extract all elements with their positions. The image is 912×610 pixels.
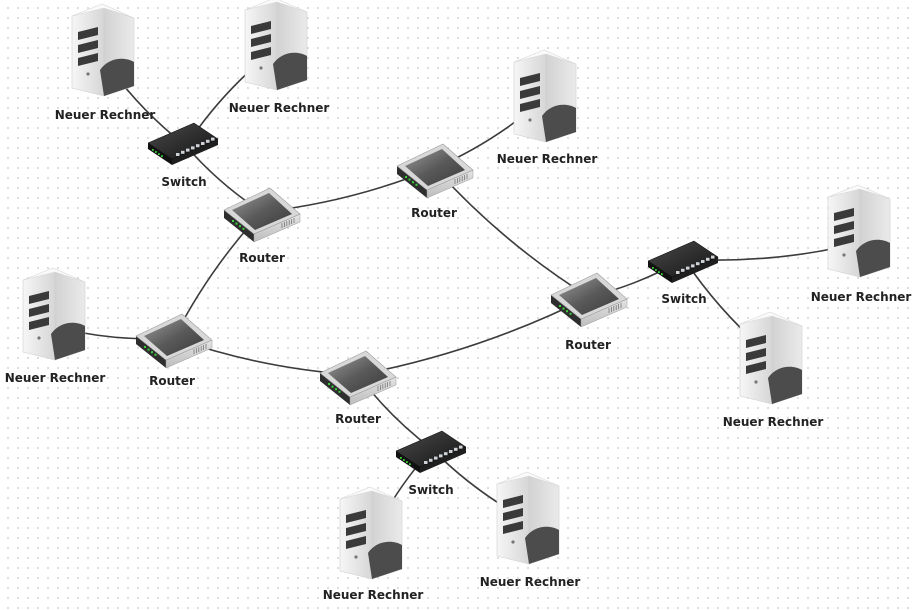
server-label: Neuer Rechner [810,290,912,304]
server-icon [513,49,577,143]
server-icon [71,3,135,97]
server-icon [339,486,403,580]
router-label: Router [565,338,611,352]
router-icon [550,272,628,328]
switch-label: Switch [661,292,707,306]
server-icon [244,0,308,91]
link-r5-r3 [357,296,590,376]
server-label: Neuer Rechner [4,371,106,385]
server-icon [22,267,86,361]
server-icon [827,184,891,278]
server-label: Neuer Rechner [479,575,581,589]
switch-label: Switch [408,483,454,497]
router-icon [223,187,301,243]
switch-icon [647,240,719,283]
switch-icon [395,430,467,473]
link-r2-r3 [434,167,590,298]
switch-label: Switch [161,175,207,189]
server-label: Neuer Rechner [722,415,824,429]
server-label: Neuer Rechner [496,152,598,166]
server-label: Neuer Rechner [322,588,424,602]
server-icon [739,311,803,405]
router-label: Router [149,374,195,388]
router-icon [396,143,474,199]
router-label: Router [239,251,285,265]
server-label: Neuer Rechner [228,101,330,115]
switch-icon [147,122,219,165]
server-label: Neuer Rechner [54,108,156,122]
router-icon [319,350,397,406]
server-icon [496,471,560,565]
router-label: Router [411,206,457,220]
router-label: Router [335,412,381,426]
router-icon [135,313,213,369]
